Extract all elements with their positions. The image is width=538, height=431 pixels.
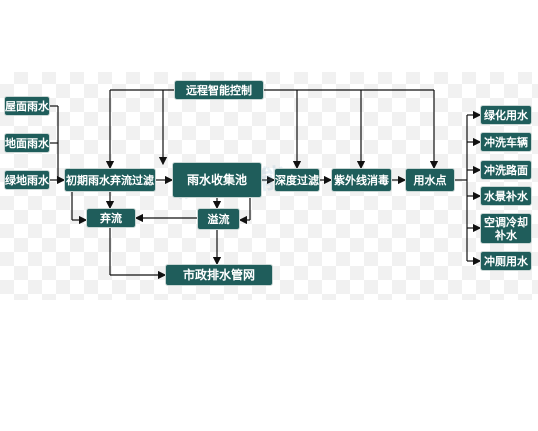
node-car-wash: 冲洗车辆 <box>480 132 532 152</box>
node-municipal-drain: 市政排水管网 <box>165 264 273 286</box>
connectors <box>50 89 482 280</box>
node-deep-filter: 深度过滤 <box>274 168 320 192</box>
node-green-rain: 绿地雨水 <box>4 170 50 190</box>
node-discard-flow: 弃流 <box>86 208 136 228</box>
node-road-wash: 冲洗路面 <box>480 160 532 180</box>
node-water-point: 用水点 <box>405 168 455 192</box>
node-remote-control: 远程智能控制 <box>174 80 264 100</box>
node-ac-cooling-supply: 空调冷却补水 <box>480 213 532 244</box>
node-roof-rain: 屋面雨水 <box>4 96 50 116</box>
node-rain-collection-pool: 雨水收集池 <box>172 162 262 198</box>
node-landscape-supply: 水景补水 <box>480 186 532 206</box>
node-overflow: 溢流 <box>197 208 240 230</box>
node-initial-discard-filter: 初期雨水弃流过滤 <box>64 168 156 192</box>
node-uv-disinfect: 紫外线消毒 <box>331 168 392 192</box>
node-ground-rain: 地面雨水 <box>4 133 50 153</box>
node-green-use: 绿化用水 <box>480 105 532 125</box>
node-toilet-flush: 冲厕用水 <box>480 251 532 271</box>
